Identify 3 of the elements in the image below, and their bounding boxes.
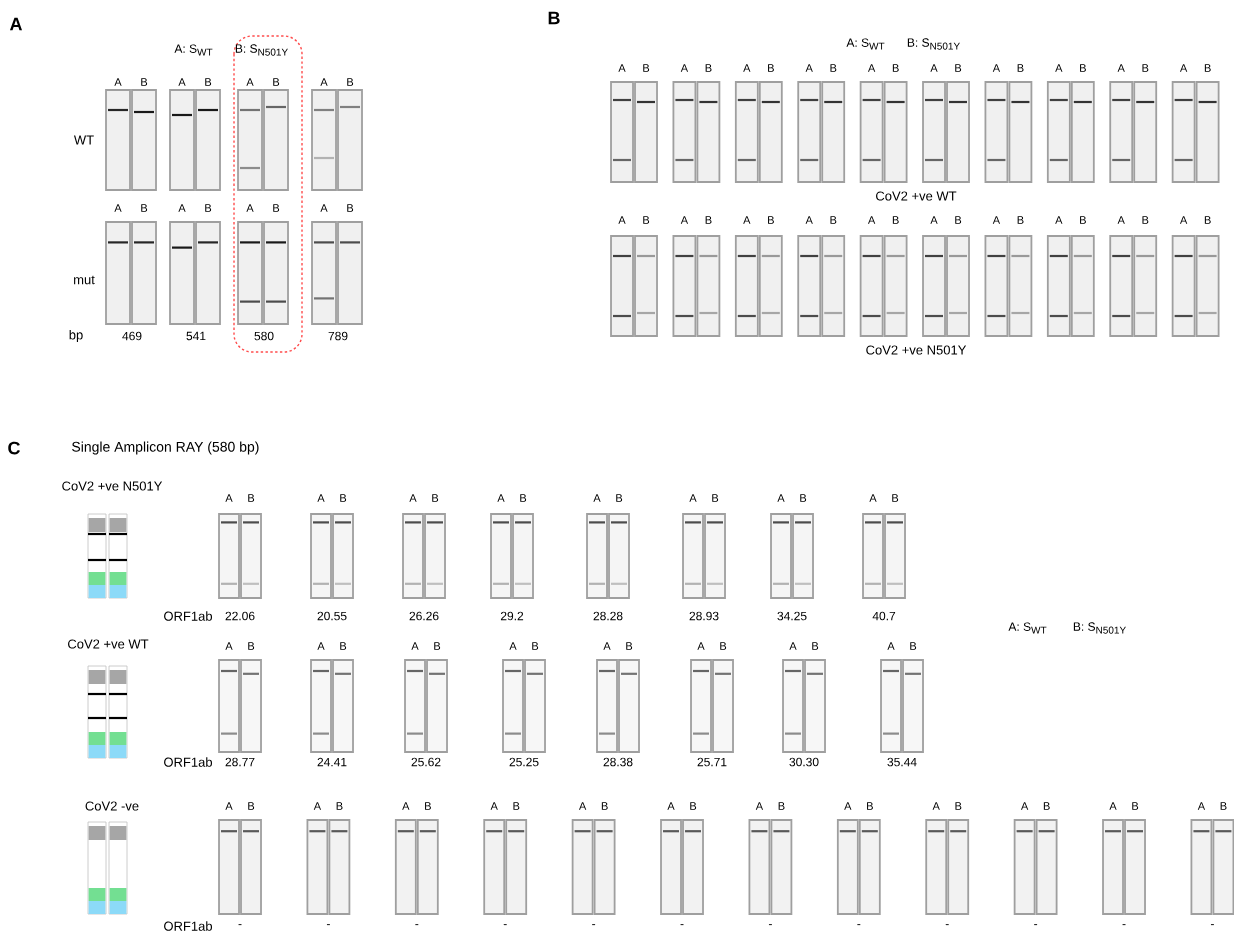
panel-letter: B [548,11,560,25]
panel-letter: A [9,17,22,31]
panel-letter: C [8,441,20,455]
